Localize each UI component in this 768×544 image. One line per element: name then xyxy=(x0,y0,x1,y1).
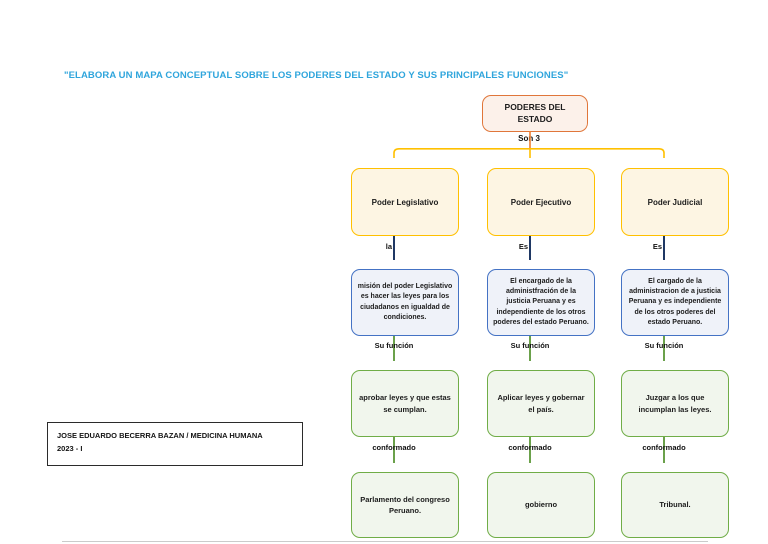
power-composition-text: Tribunal. xyxy=(659,500,691,510)
power-name-label: Poder Legislativo xyxy=(371,197,439,207)
power-composition-box: gobierno xyxy=(476,462,595,538)
connector-label: la xyxy=(385,242,392,251)
power-function-box: Juzgar a los que incumplan las leyes. xyxy=(610,360,729,437)
page-bottom-edge xyxy=(62,541,708,542)
connector-line xyxy=(529,437,531,463)
connector-label: Su función xyxy=(510,341,550,350)
connector-label: conformado xyxy=(642,443,686,452)
power-description-text: El cargado de la administracion de a jus… xyxy=(628,278,722,326)
power-composition-box: Parlamento del congreso Peruano. xyxy=(340,462,459,538)
root-node-poderes-del-estado: PODERES DEL ESTADO xyxy=(471,85,588,132)
author-note-box: JOSE EDUARDO BECERRA BAZAN / MEDICINA HU… xyxy=(47,422,303,466)
power-description-box: misión del poder Legislativo es hacer la… xyxy=(340,259,459,336)
power-function-box: Aplicar leyes y gobernar el país. xyxy=(476,360,595,437)
connector-label: Es xyxy=(518,242,528,251)
connector-line xyxy=(663,336,665,361)
author-note-line2: 2023 - I xyxy=(57,444,83,454)
connector-label: conformado xyxy=(508,443,552,452)
root-node-label: PODERES DEL ESTADO xyxy=(504,102,566,124)
power-name-box: Poder Legislativo xyxy=(340,158,459,236)
connector-line xyxy=(663,236,665,260)
connector-line xyxy=(393,336,395,361)
power-composition-box: Tribunal. xyxy=(610,462,729,538)
connector-label: conformado xyxy=(372,443,416,452)
connector-line xyxy=(529,236,531,260)
connector-label: Su función xyxy=(644,341,684,350)
connector-line xyxy=(529,336,531,361)
power-function-box: aprobar leyes y que estas se cumplan. xyxy=(340,360,459,437)
connector-label: Su función xyxy=(374,341,414,350)
connector-line xyxy=(393,236,395,260)
connector-label: Es xyxy=(652,242,662,251)
power-function-text: Juzgar a los que incumplan las leyes. xyxy=(638,393,712,414)
power-name-box: Poder Ejecutivo xyxy=(476,158,595,236)
power-function-text: aprobar leyes y que estas se cumplan. xyxy=(359,393,451,414)
column-poder-ejecutivo: Poder Ejecutivo Es El encargado de la ad… xyxy=(476,0,595,544)
power-name-label: Poder Judicial xyxy=(647,197,703,207)
power-function-text: Aplicar leyes y gobernar el país. xyxy=(497,393,585,414)
connector-line xyxy=(393,437,395,463)
power-description-text: misión del poder Legislativo es hacer la… xyxy=(357,283,453,321)
root-connector-label: Son 3 xyxy=(518,134,540,143)
tree-bracket-connector xyxy=(393,131,665,158)
power-name-box: Poder Judicial xyxy=(610,158,729,236)
page-title: "ELABORA UN MAPA CONCEPTUAL SOBRE LOS PO… xyxy=(64,70,569,81)
power-name-label: Poder Ejecutivo xyxy=(510,197,572,207)
column-poder-judicial: Poder Judicial Es El cargado de la admin… xyxy=(610,0,729,544)
author-note-line1: JOSE EDUARDO BECERRA BAZAN / MEDICINA HU… xyxy=(57,431,263,440)
power-description-text: El encargado de la administfración de la… xyxy=(493,278,589,326)
connector-line xyxy=(663,437,665,463)
power-composition-text: Parlamento del congreso Peruano. xyxy=(360,494,450,515)
power-composition-text: gobierno xyxy=(524,500,558,510)
column-poder-legislativo: Poder Legislativo la misión del poder Le… xyxy=(340,0,459,544)
power-description-box: El encargado de la administfración de la… xyxy=(476,259,595,336)
power-description-box: El cargado de la administracion de a jus… xyxy=(610,259,729,336)
